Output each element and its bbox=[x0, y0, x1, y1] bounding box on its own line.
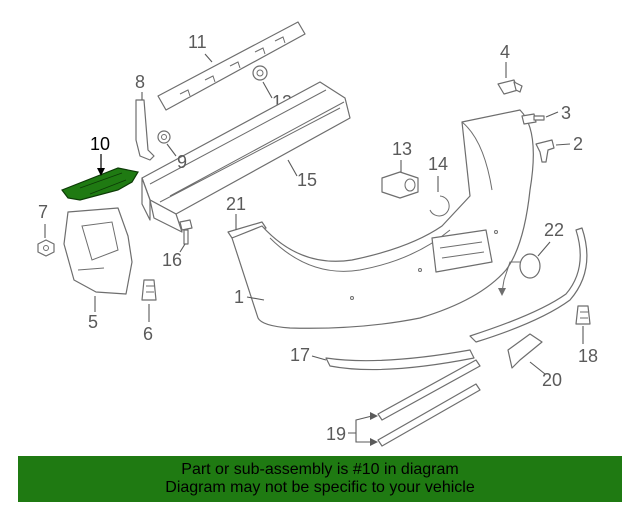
part-7-nut[interactable] bbox=[37, 239, 55, 257]
callout-1: 1 bbox=[234, 287, 244, 307]
part-8-bracket[interactable] bbox=[135, 99, 155, 161]
callout-7: 7 bbox=[38, 202, 48, 222]
callout-4: 4 bbox=[500, 42, 510, 62]
callout-8: 8 bbox=[135, 72, 145, 92]
callout-10: 10 bbox=[90, 134, 110, 154]
part-20-bracket[interactable] bbox=[507, 333, 543, 369]
part-21-strip[interactable] bbox=[227, 221, 267, 239]
callout-21: 21 bbox=[226, 194, 246, 214]
part-9-nut[interactable] bbox=[157, 130, 171, 144]
callout-19: 19 bbox=[326, 424, 346, 444]
part-10-bracket-highlighted[interactable] bbox=[61, 167, 139, 201]
callout-3: 3 bbox=[561, 103, 571, 123]
callout-9: 9 bbox=[177, 152, 187, 172]
callout-16: 16 bbox=[162, 250, 182, 270]
callout-6: 6 bbox=[143, 324, 153, 344]
callout-22: 22 bbox=[544, 220, 564, 240]
part-14-retainer[interactable] bbox=[429, 195, 450, 217]
callout-17: 17 bbox=[290, 345, 310, 365]
part-18-clip[interactable] bbox=[575, 305, 591, 325]
part-16-bolt[interactable] bbox=[179, 219, 193, 245]
part-11-bracket[interactable] bbox=[157, 21, 306, 111]
part-1-bumper-cover[interactable] bbox=[231, 109, 534, 329]
part-15-reinforcement-beam[interactable] bbox=[141, 81, 351, 233]
parts-diagram: 11 1 2 15 8 9 10 7 bbox=[37, 21, 598, 447]
info-banner: Part or sub-assembly is #10 in diagram D… bbox=[18, 456, 622, 502]
callout-14: 14 bbox=[428, 154, 448, 174]
part-3-screw[interactable] bbox=[521, 113, 545, 125]
part-12-nut[interactable] bbox=[252, 65, 268, 81]
callout-18: 18 bbox=[578, 346, 598, 366]
banner-line-1: Part or sub-assembly is #10 in diagram bbox=[181, 461, 459, 478]
right-lower-trim[interactable] bbox=[469, 227, 588, 343]
callout-20: 20 bbox=[542, 370, 562, 390]
part-4-clip[interactable] bbox=[497, 79, 523, 95]
part-6-clip[interactable] bbox=[141, 279, 157, 301]
banner-line-2: Diagram may not be specific to your vehi… bbox=[165, 479, 475, 496]
part-17-lower-molding[interactable] bbox=[325, 349, 475, 371]
part-13-sensor[interactable] bbox=[381, 171, 419, 199]
callout-5: 5 bbox=[88, 312, 98, 332]
callout-15: 15 bbox=[297, 170, 317, 190]
part-5-side-bracket[interactable] bbox=[63, 207, 133, 295]
callout-2: 2 bbox=[573, 134, 583, 154]
part-2-clip[interactable] bbox=[535, 139, 555, 163]
part-22-tow-cover[interactable] bbox=[498, 253, 541, 296]
callout-11: 11 bbox=[188, 32, 207, 52]
callout-13: 13 bbox=[392, 139, 412, 159]
part-19-strips[interactable] bbox=[377, 359, 481, 447]
